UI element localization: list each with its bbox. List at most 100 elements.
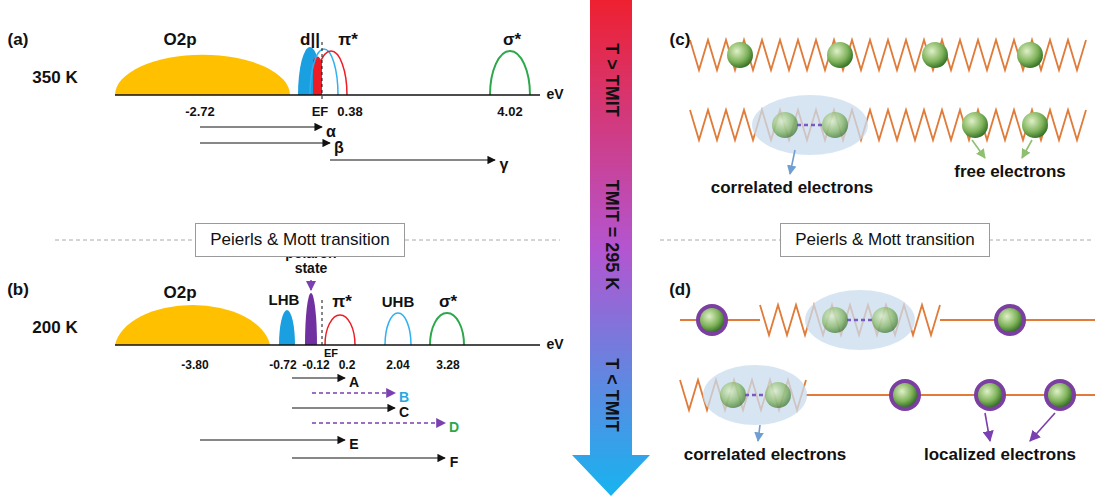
transition-box: Peierls & Mott transition [195,223,405,257]
correlation-cloud [805,290,915,350]
label: B [399,390,409,405]
label: d|| [300,31,320,50]
sigma-star-band [490,51,530,95]
label: O2p [163,31,196,50]
label: 0.2 [339,359,356,372]
label: T < TMIT [601,358,621,432]
lattice-chain [690,40,1086,70]
localization-ring [974,379,1006,411]
electron [822,112,848,138]
o2p-band [115,305,270,345]
localization-ring [889,379,921,411]
label: O2p [163,284,196,303]
box-title: Peierls & Mott transition [795,230,975,250]
polaron-band [305,293,317,345]
label: π* [332,293,352,312]
electron [893,383,917,407]
electron [822,307,848,333]
label: UHB [382,294,415,311]
pointer-arrow [1030,413,1055,441]
correlation-cloud [703,365,807,425]
electron [1048,383,1072,407]
electron [827,42,853,68]
electron [962,112,988,138]
label: (a) [8,31,29,50]
box-title: Peierls & Mott transition [210,230,390,250]
label: 4.02 [497,105,522,119]
label: 200 K [32,319,77,338]
electron [1017,42,1043,68]
label: correlated electrons [711,179,874,198]
electron [1022,112,1048,138]
label: α [326,123,336,141]
label: -0.72 [269,359,296,372]
label: C [399,405,409,420]
label: TMIT = 295 K [601,180,621,291]
uhb-band [385,313,411,345]
label: T > TMIT [601,43,621,117]
pair-bond [745,394,766,397]
label: -2.72 [185,105,215,119]
label: EF [312,105,329,119]
label: (d) [669,281,691,300]
label: σ* [439,293,457,312]
label: E [349,437,358,452]
pointer-arrow [1022,140,1032,158]
electron [765,382,791,408]
label: EF [324,347,338,359]
transition-box: Peierls & Mott transition [780,223,990,257]
label: 3.28 [436,359,459,372]
localization-ring [994,304,1026,336]
label: D [449,420,459,435]
pair-bond [847,319,873,322]
electron [978,383,1002,407]
label: (c) [670,31,691,50]
label: γ [500,156,509,174]
transition-arrow [312,392,395,393]
energy-axis [115,344,540,346]
fermi-level [322,300,323,345]
transition-arrow [312,422,445,423]
pi-star-band [325,315,355,345]
o2p-band [115,55,290,95]
label: 0.38 [337,105,362,119]
transition-arrow [292,407,395,408]
energy-axis [115,94,540,96]
label: -3.80 [181,359,208,372]
localization-ring [696,304,728,336]
sigma-star-band [430,313,464,345]
transition-arrow [292,457,445,458]
label: localized electrons [924,446,1076,465]
temperature-arrow [572,0,650,496]
transition-arrow [330,159,495,160]
pointer-arrow [758,425,760,441]
lhb-band [279,310,295,345]
label: eV [546,87,563,102]
label: free electrons [954,163,1066,182]
transition-arrow [292,377,345,378]
electron [772,112,798,138]
lattice-chain [690,110,1086,140]
pair-bond [797,124,823,127]
electron [720,382,746,408]
label: eV [546,337,563,352]
label: F [450,455,459,470]
label: A [349,375,359,390]
transition-arrow [200,126,322,127]
localization-ring [1044,379,1076,411]
electron [998,308,1022,332]
label: 2.04 [386,359,409,372]
label: correlated electrons [684,446,847,465]
label: β [334,139,344,157]
pointer-arrow [972,140,985,158]
pointer-arrow [790,150,795,174]
electron [727,42,753,68]
electron [922,42,948,68]
label: σ* [503,31,521,50]
transition-arrow [200,439,345,440]
correlation-cloud [752,95,868,155]
transition-arrow [200,142,330,143]
label: LHB [269,292,300,309]
electron [700,308,724,332]
pointer-arrow [985,413,990,441]
